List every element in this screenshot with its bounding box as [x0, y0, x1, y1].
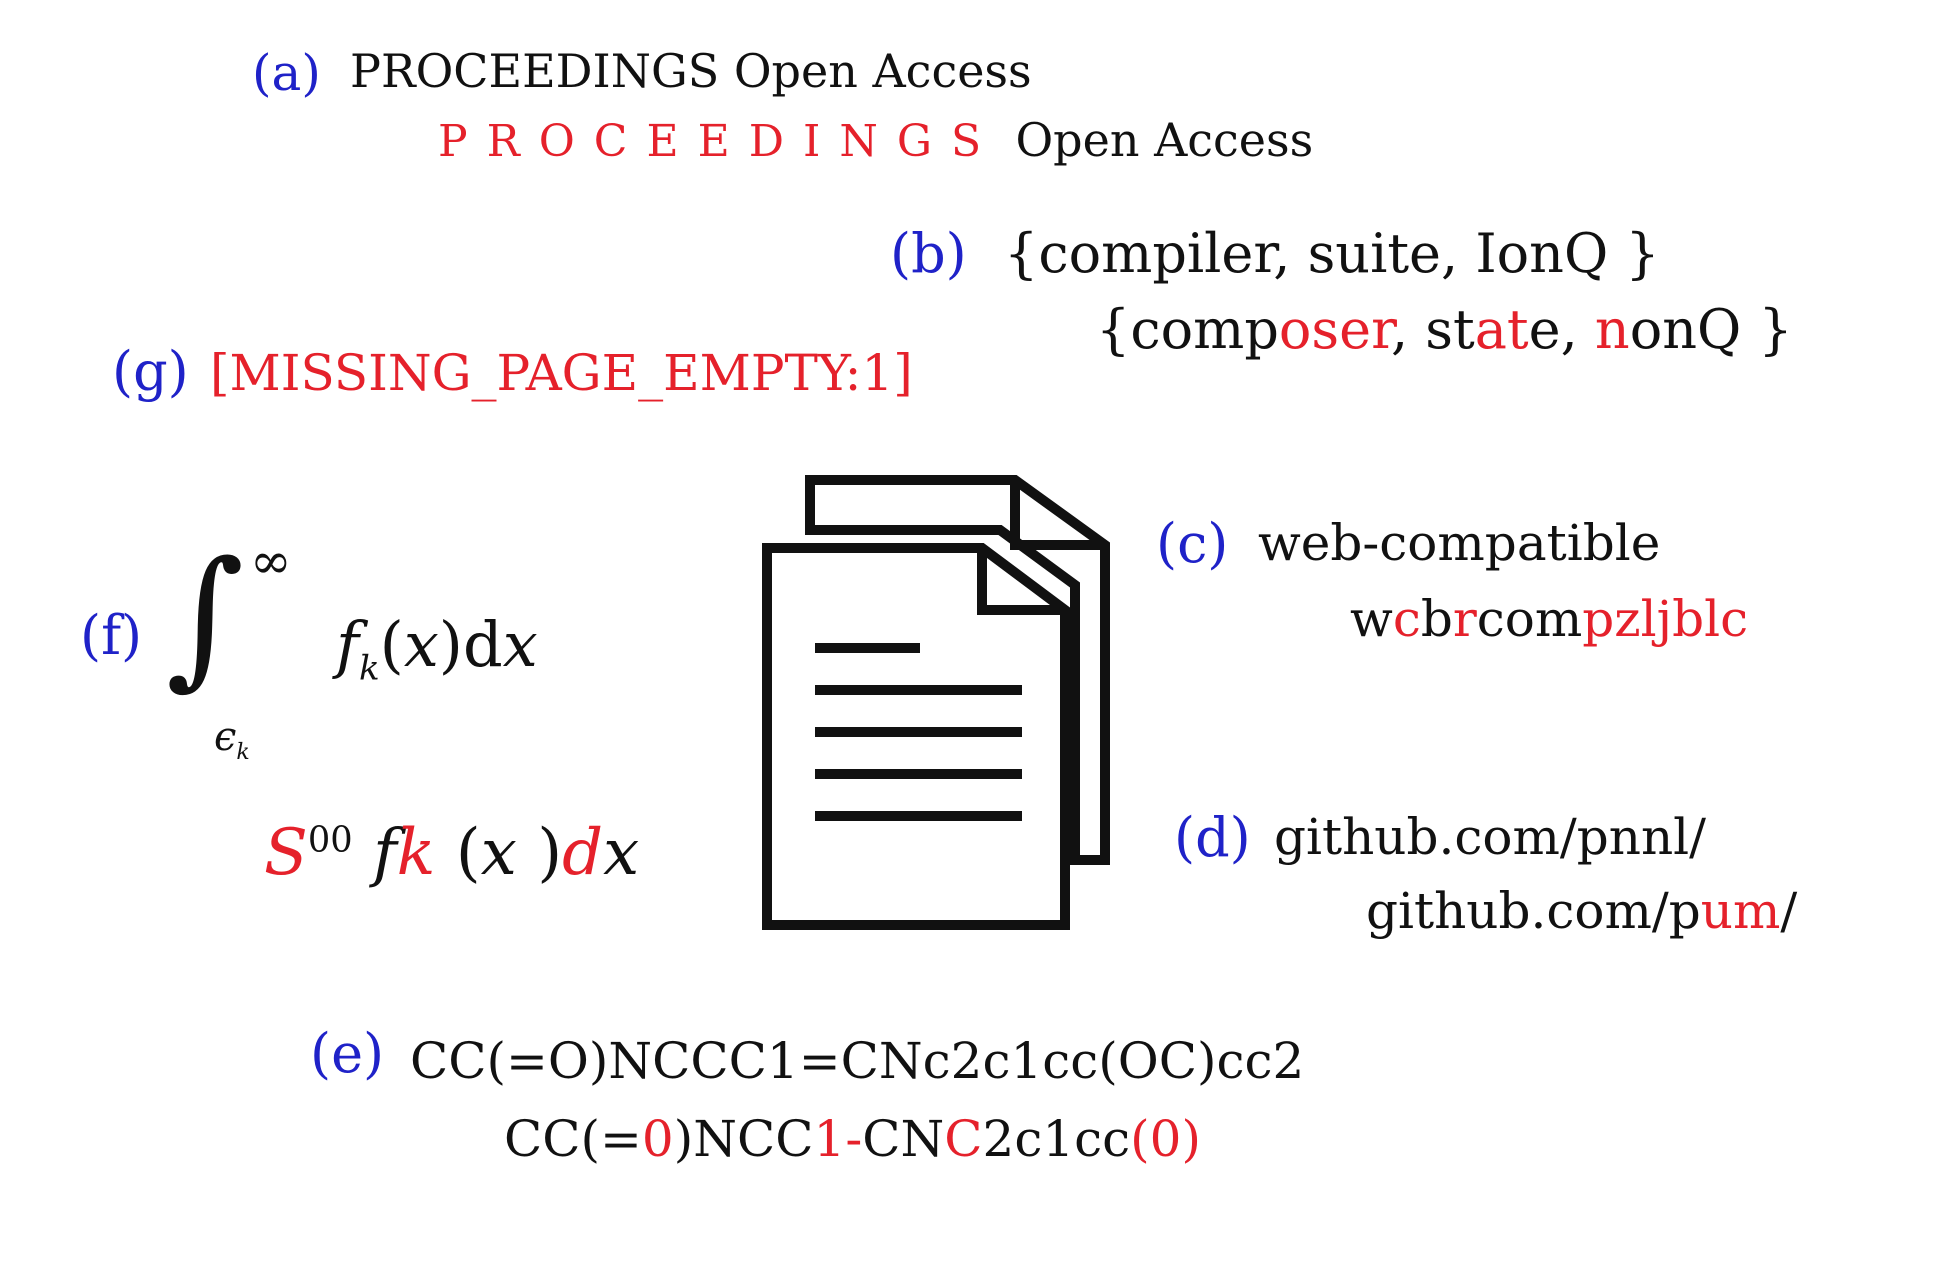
integrand-dx: x [502, 608, 538, 681]
panel-d-label: (d) [1174, 806, 1251, 869]
panel-d-ocr-seg: um [1700, 882, 1781, 940]
integrand-paren-close: ) [438, 608, 463, 681]
document-copies-icon [762, 475, 1110, 930]
panel-e-original: CC(=O)NCCC1=CNc2c1cc(OC)cc2 [410, 1032, 1305, 1090]
integral-lower-limit: ϵk [214, 714, 250, 765]
panel-d-ocr-seg: / [1780, 882, 1798, 940]
panel-c-ocr: wcbrcompzljblc [1350, 590, 1748, 648]
back-sheet [805, 475, 1110, 865]
panel-a-ocr-rest: Open Access [1015, 113, 1314, 167]
integrand-f: f [336, 608, 359, 681]
panel-e-ocr-seg: )NCC [673, 1110, 814, 1168]
ocr-x2: x [603, 816, 640, 890]
front-sheet-fold [977, 548, 1065, 615]
integral-lower-epsilon: ϵ [214, 714, 237, 760]
panel-e-ocr: CC(=0)NCC1-CNC2c1cc(0) [504, 1110, 1201, 1168]
panel-a-original: PROCEEDINGS Open Access [350, 44, 1032, 98]
panel-e-ocr-seg: CN [862, 1110, 945, 1168]
panel-e-label: (e) [310, 1022, 385, 1085]
panel-b-original: {compiler, suite, IonQ } [1004, 222, 1660, 285]
integrand-paren-open: ( [379, 608, 404, 681]
panel-d-ocr: github.com/pum/ [1366, 882, 1797, 940]
panel-c-ocr-seg: pzljblc [1582, 590, 1749, 648]
panel-c-label: (c) [1156, 512, 1229, 575]
ocr-f: f [372, 816, 397, 890]
panel-g-label: (g) [112, 340, 189, 403]
panel-c-ocr-seg: w [1350, 590, 1393, 648]
panel-c-ocr-seg: r [1452, 590, 1477, 648]
ocr-x: x [480, 816, 517, 890]
panel-b-ocr-seg: at [1474, 298, 1529, 361]
panel-b-ocr-seg: {comp [1096, 298, 1279, 361]
ocr-S: S [264, 816, 308, 890]
ocr-paren-close: ) [537, 816, 563, 890]
integrand: fk(x)dx [336, 608, 538, 688]
panel-e-ocr-seg: 0 [641, 1110, 674, 1168]
panel-a-ocr: PROCEEDINGS Open Access [438, 112, 1313, 168]
integrand-f-sub: k [358, 648, 380, 689]
panel-b-ocr-seg: onQ } [1629, 298, 1793, 361]
panel-e-ocr-seg: C [944, 1110, 983, 1168]
panel-e-ocr-seg: CC(= [504, 1110, 642, 1168]
panel-c-ocr-seg: c [1392, 590, 1421, 648]
panel-g-ocr: [MISSING_PAGE_EMPTY:1] [210, 344, 913, 402]
panel-e-ocr-seg: 1- [813, 1110, 863, 1168]
panel-e-ocr-seg: (0) [1130, 1110, 1201, 1168]
panel-b-ocr: {composer, state, nonQ } [1096, 298, 1793, 361]
panel-c-original: web-compatible [1258, 514, 1661, 572]
ocr-k: k [396, 816, 436, 890]
ocr-d: d [562, 816, 604, 890]
panel-b-label: (b) [890, 222, 967, 285]
integral-lower-sub: k [236, 740, 250, 765]
panel-f-label: (f) [80, 604, 143, 667]
panel-a-ocr-spaced: PROCEEDINGS [438, 116, 1001, 167]
ocr-paren-open: ( [455, 816, 481, 890]
panel-e-ocr-seg: 2c1cc [982, 1110, 1131, 1168]
ocr-sup: 00 [307, 819, 353, 861]
integrand-d: d [462, 608, 503, 681]
panel-c-ocr-seg: com [1476, 590, 1583, 648]
panel-d-ocr-seg: github.com/p [1366, 882, 1701, 940]
panel-b-ocr-seg: , st [1390, 298, 1475, 361]
integral-sign: ∫ [166, 530, 245, 704]
back-sheet-fold [1010, 480, 1105, 550]
integral-upper-limit: ∞ [250, 532, 292, 590]
panel-b-ocr-seg: oser [1278, 298, 1391, 361]
integrand-x: x [403, 608, 439, 681]
panel-a-label: (a) [252, 44, 321, 102]
panel-f-ocr: S00 fk (x )dx [264, 816, 639, 890]
panel-b-ocr-seg: n [1594, 298, 1630, 361]
panel-c-ocr-seg: b [1420, 590, 1453, 648]
panel-b-ocr-seg: e, [1528, 298, 1595, 361]
panel-d-original: github.com/pnnl/ [1274, 808, 1707, 866]
